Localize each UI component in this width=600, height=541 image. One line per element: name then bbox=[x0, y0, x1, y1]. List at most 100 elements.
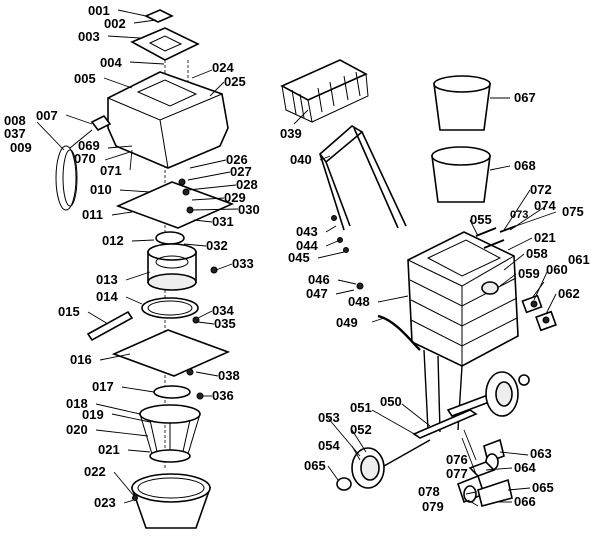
callout-014: 014 bbox=[96, 289, 118, 304]
callout-049: 049 bbox=[336, 315, 358, 330]
callout-016: 016 bbox=[70, 352, 92, 367]
callout-060: 060 bbox=[546, 262, 568, 277]
part-011-mounting-plate bbox=[115, 181, 235, 229]
callout-063: 063 bbox=[530, 446, 552, 461]
callout-030: 030 bbox=[238, 202, 260, 217]
callout-012: 012 bbox=[102, 233, 124, 248]
callout-002: 002 bbox=[104, 16, 126, 31]
callout-020: 020 bbox=[66, 422, 88, 437]
part-009-power-cord bbox=[55, 145, 77, 211]
part-049-hose bbox=[377, 314, 421, 351]
callout-069: 069 bbox=[78, 138, 100, 153]
callout-026: 026 bbox=[226, 152, 248, 167]
callout-037: 037 bbox=[4, 126, 26, 141]
callout-009: 009 bbox=[10, 140, 32, 155]
callout-050: 050 bbox=[380, 394, 402, 409]
callout-028: 028 bbox=[236, 177, 258, 192]
callout-075: 075 bbox=[562, 204, 584, 219]
callout-054: 054 bbox=[318, 438, 340, 453]
part-016-lower-plate bbox=[111, 329, 231, 377]
callout-045: 045 bbox=[288, 250, 310, 265]
callout-048: 048 bbox=[348, 294, 370, 309]
callout-010: 010 bbox=[90, 182, 112, 197]
callout-077: 077 bbox=[446, 466, 468, 481]
callout-027: 027 bbox=[230, 164, 252, 179]
callout-004: 004 bbox=[100, 55, 122, 70]
callout-035: 035 bbox=[214, 316, 236, 331]
callout-003: 003 bbox=[78, 29, 100, 44]
callout-labels: 001 002 003 004 005 007 008 037 009 069 … bbox=[4, 3, 590, 514]
callout-064: 064 bbox=[514, 460, 536, 475]
callout-071: 071 bbox=[100, 163, 122, 178]
callout-079: 079 bbox=[422, 499, 444, 514]
part-040-handle bbox=[318, 125, 407, 231]
callout-055: 055 bbox=[470, 212, 492, 227]
callout-043: 043 bbox=[296, 224, 318, 239]
callout-072: 072 bbox=[530, 182, 552, 197]
callout-067: 067 bbox=[514, 90, 536, 105]
callout-046: 046 bbox=[308, 272, 330, 287]
part-079-caster bbox=[457, 474, 485, 504]
right-assembly bbox=[280, 59, 557, 507]
callout-019: 019 bbox=[82, 407, 104, 422]
callout-051: 051 bbox=[350, 400, 372, 415]
callout-078: 078 bbox=[418, 484, 440, 499]
callout-031: 031 bbox=[212, 214, 234, 229]
callout-017: 017 bbox=[92, 379, 114, 394]
callout-073: 073 bbox=[510, 209, 528, 221]
callout-074: 074 bbox=[534, 198, 556, 213]
part-053-wheel bbox=[351, 447, 385, 489]
callout-076: 076 bbox=[446, 452, 468, 467]
part-013-motor bbox=[147, 243, 197, 291]
callout-065: 065 bbox=[304, 458, 326, 473]
part-048-main-body bbox=[407, 231, 519, 367]
callout-059: 059 bbox=[518, 266, 540, 281]
callout-029: 029 bbox=[224, 190, 246, 205]
part-068-filter-bag bbox=[431, 146, 491, 203]
part-005-upper-housing bbox=[107, 71, 229, 169]
callout-052: 052 bbox=[350, 422, 372, 437]
callout-047: 047 bbox=[306, 286, 328, 301]
callout-034: 034 bbox=[212, 303, 234, 318]
callout-033: 033 bbox=[232, 256, 254, 271]
callout-022: 022 bbox=[84, 464, 106, 479]
part-003-lid-frame bbox=[130, 27, 200, 61]
callout-066: 066 bbox=[514, 494, 536, 509]
callout-032: 032 bbox=[206, 238, 228, 253]
callout-021b: 021 bbox=[534, 230, 556, 245]
callout-018: 018 bbox=[66, 396, 88, 411]
callout-068: 068 bbox=[514, 158, 536, 173]
callout-062: 062 bbox=[558, 286, 580, 301]
callout-070: 070 bbox=[74, 151, 96, 166]
callout-038: 038 bbox=[218, 368, 240, 383]
callout-061: 061 bbox=[568, 252, 590, 267]
callout-058: 058 bbox=[526, 246, 548, 261]
callout-008: 008 bbox=[4, 113, 26, 128]
callout-005: 005 bbox=[74, 71, 96, 86]
callout-044: 044 bbox=[296, 238, 318, 253]
leader-lines bbox=[36, 9, 557, 507]
callout-025: 025 bbox=[224, 74, 246, 89]
left-assembly bbox=[55, 9, 235, 529]
callout-001: 001 bbox=[88, 3, 110, 18]
part-wheel-right bbox=[485, 371, 519, 417]
callout-039: 039 bbox=[280, 126, 302, 141]
part-015-hose bbox=[86, 310, 134, 342]
callout-011: 011 bbox=[82, 207, 103, 222]
callout-015: 015 bbox=[58, 304, 80, 319]
part-039-wire-basket bbox=[280, 59, 369, 123]
callout-065b: 065 bbox=[532, 480, 554, 495]
part-023-collection-bucket bbox=[130, 473, 212, 529]
part-067-filter-bag bbox=[433, 75, 491, 131]
callout-023: 023 bbox=[94, 495, 116, 510]
callout-007: 007 bbox=[36, 108, 58, 123]
callout-024: 024 bbox=[212, 60, 234, 75]
part-001-cap-plate bbox=[144, 9, 174, 23]
callout-013: 013 bbox=[96, 272, 118, 287]
callout-036: 036 bbox=[212, 388, 234, 403]
callout-040: 040 bbox=[290, 152, 312, 167]
part-019-filter-cage bbox=[139, 404, 201, 463]
callout-053: 053 bbox=[318, 410, 340, 425]
callout-021: 021 bbox=[98, 442, 120, 457]
